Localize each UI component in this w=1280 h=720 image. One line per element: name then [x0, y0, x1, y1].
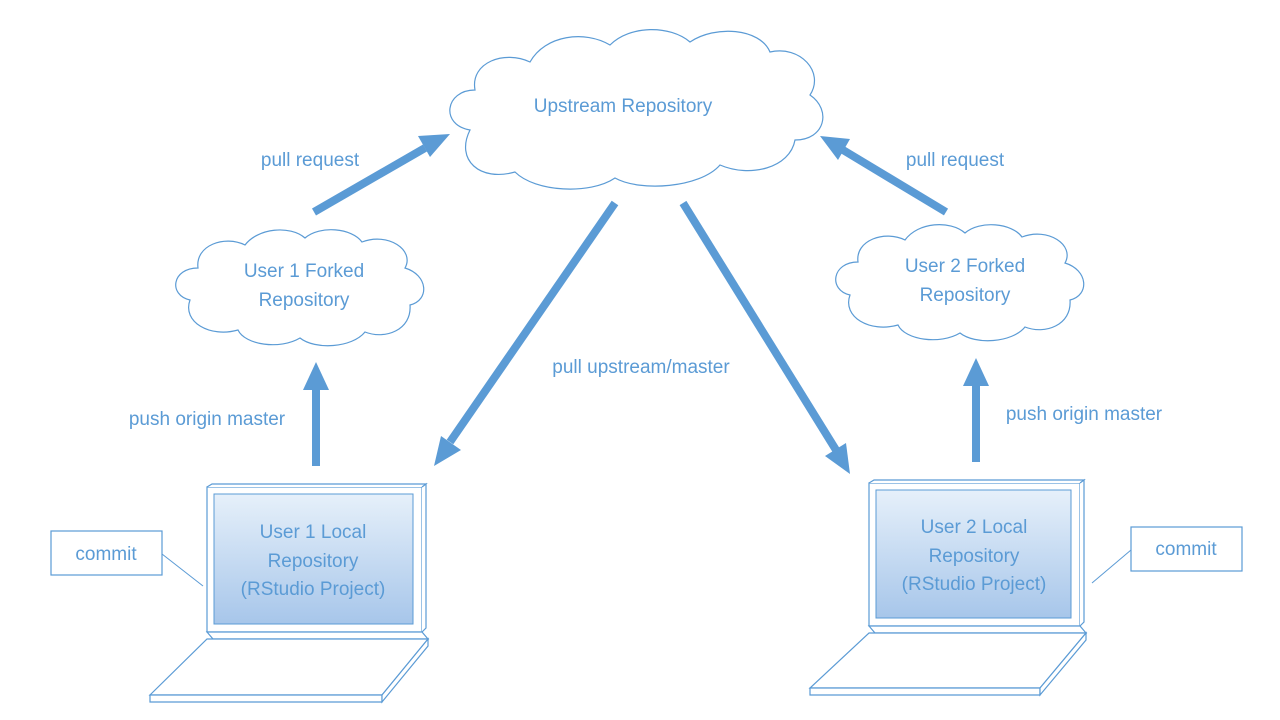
commit-right-connector — [1091, 549, 1132, 584]
local1-line3: (RStudio Project) — [241, 579, 386, 600]
laptop1-screen — [213, 493, 414, 625]
user1-forked-line1: User 1 Forked — [244, 261, 364, 282]
commit-right-callout: commit — [1091, 526, 1243, 584]
user2-local-laptop: User 2 Local Repository (RStudio Project… — [808, 478, 1088, 697]
push-left-arrow — [303, 362, 329, 466]
user2-cloud-outline — [835, 224, 1085, 342]
pull-upstream-left-head — [434, 436, 461, 466]
laptop2-base — [808, 632, 1088, 689]
commit-right-box — [1130, 526, 1243, 572]
laptop1-base — [148, 638, 430, 696]
pull-request-right-label: pull request — [906, 150, 1005, 171]
user1-cloud-outline — [175, 229, 425, 347]
laptop2-screen — [875, 489, 1072, 619]
push-left-label: push origin master — [129, 409, 286, 430]
pull-upstream-right-shaft — [679, 200, 840, 453]
pull-request-right-shaft — [840, 146, 949, 216]
pull-request-left-head — [418, 134, 450, 157]
laptop1-hinge — [205, 631, 430, 640]
local1-line2: Repository — [268, 551, 359, 572]
pull-request-left-shaft — [312, 144, 427, 216]
push-left-head — [303, 362, 329, 390]
laptop1-base-side — [381, 637, 429, 704]
local2-line1: User 2 Local — [921, 517, 1028, 538]
local2-line3: (RStudio Project) — [902, 574, 1047, 595]
user1-local-laptop: User 1 Local Repository (RStudio Project… — [148, 482, 430, 704]
user1-forked-line2: Repository — [259, 290, 350, 311]
pull-request-right-arrow — [820, 136, 949, 216]
pull-upstream-left-arrow — [434, 200, 619, 466]
user2-forked-line1: User 2 Forked — [905, 256, 1025, 277]
commit-left-connector — [161, 553, 204, 587]
laptop2-hinge — [867, 625, 1088, 634]
pull-upstream-right-arrow — [679, 200, 850, 474]
laptop2-base-side — [1039, 631, 1087, 697]
user2-forked-repository-cloud: User 2 Forked Repository — [835, 224, 1085, 342]
push-right-label: push origin master — [1006, 404, 1163, 425]
laptop1-lid-edge — [206, 482, 428, 633]
commit-right-label: commit — [1155, 539, 1217, 560]
pull-upstream-label: pull upstream/master — [552, 357, 730, 378]
user2-forked-line2: Repository — [920, 285, 1011, 306]
pull-request-right-head — [820, 136, 850, 160]
laptop2-lid-edge — [868, 478, 1086, 627]
upstream-cloud-outline — [449, 29, 824, 190]
upstream-repository-label: Upstream Repository — [534, 96, 713, 117]
commit-left-callout: commit — [50, 530, 204, 587]
commit-left-label: commit — [75, 544, 137, 565]
laptop1-base-front — [149, 694, 383, 703]
push-right-head — [963, 358, 989, 386]
commit-left-box — [50, 530, 163, 576]
pull-request-left-label: pull request — [261, 150, 360, 171]
pull-request-left-arrow — [312, 134, 450, 216]
upstream-repository-cloud: Upstream Repository — [449, 29, 824, 190]
local2-line2: Repository — [929, 546, 1020, 567]
laptop2-base-front — [809, 687, 1041, 696]
push-right-arrow — [963, 358, 989, 462]
pull-upstream-right-head — [825, 443, 850, 474]
pull-upstream-left-shaft — [446, 200, 619, 445]
user1-forked-repository-cloud: User 1 Forked Repository — [175, 229, 425, 347]
local1-line1: User 1 Local — [260, 522, 367, 543]
